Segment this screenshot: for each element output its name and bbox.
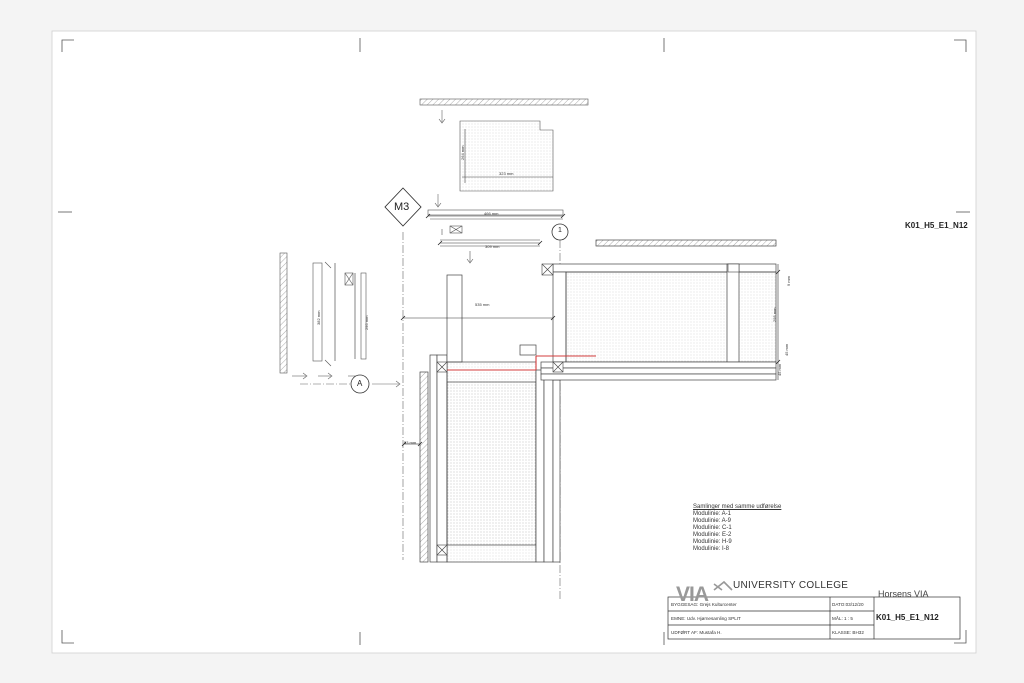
assembly-arrows (292, 372, 401, 388)
blocking-squares (436, 263, 740, 556)
dim-309: 309 mm (485, 244, 500, 249)
project-cell: BYGGESAG: Grejs Kulturcenter (671, 602, 737, 607)
dimension-ticks (400, 213, 781, 447)
detail-marker-m3 (384, 187, 422, 227)
notes-line: Modulinie: I-8 (693, 546, 730, 552)
dim-323: 323 mm (499, 171, 514, 176)
dim-295a: 295 mm (364, 315, 369, 330)
notes-line: Modulinie: C-1 (693, 525, 732, 531)
dim-45a: 45 mm (777, 363, 782, 376)
notes-line: Modulinie: A-9 (693, 518, 732, 524)
dim-45b: 45 mm (784, 343, 789, 356)
dim-53: 53 mm (404, 440, 417, 445)
left-exploded-boards (279, 252, 367, 374)
scale-cell: MÅL: 1 : 5 (832, 616, 853, 621)
via-logo-mark (713, 580, 733, 591)
via-logo: VIA (676, 583, 709, 606)
grid-marker-a-circle (350, 374, 370, 394)
top-insulation-block (434, 120, 554, 208)
college-name: UNIVERSITY COLLEGE (733, 580, 849, 591)
dim-382: 382 mm (316, 310, 321, 325)
notes-line: Modulinie: H-9 (693, 539, 732, 545)
dimension-lines (334, 215, 779, 445)
joint-notes: Samlinger med samme udførelse Modulinie:… (693, 504, 781, 553)
class-cell: KLASSE: BH32 (832, 630, 864, 635)
notes-heading: Samlinger med samme udførelse (693, 504, 782, 510)
sheet-code: K01_H5_E1_N12 (905, 221, 968, 230)
vertical-wall (419, 274, 561, 563)
author-cell: UDFØRT AF: Mustafa H. (671, 630, 722, 635)
exploded-top-boards (427, 209, 564, 264)
notes-line: Modulinie: A-1 (693, 511, 732, 517)
grid-marker-1-circle (551, 223, 569, 241)
dim-9: 9 mm (786, 276, 791, 286)
subject-cell: EMNE: Udv. Hjørnesamling SPLIT (671, 616, 741, 621)
frame-marks (58, 38, 970, 645)
membrane-line (447, 355, 596, 371)
grid-marker-a-label: A (357, 379, 363, 388)
horizontal-floor (519, 239, 777, 381)
title-block-code: K01_H5_E1_N12 (876, 613, 939, 622)
dim-466: 466 mm (484, 211, 499, 216)
date-cell: DATO:03/12/20 (832, 602, 864, 607)
dim-535: 535 mm (475, 302, 490, 307)
detail-marker-label: M3 (394, 201, 410, 213)
dim-295b: 295 mm (772, 307, 777, 322)
top-cladding (419, 98, 589, 124)
title-block-frame (667, 596, 961, 640)
notes-line: Modulinie: E-2 (693, 532, 732, 538)
campus-name: Horsens VIA (878, 589, 929, 599)
dim-264: 264 mm (460, 145, 465, 160)
grid-marker-1-label: 1 (558, 227, 562, 234)
